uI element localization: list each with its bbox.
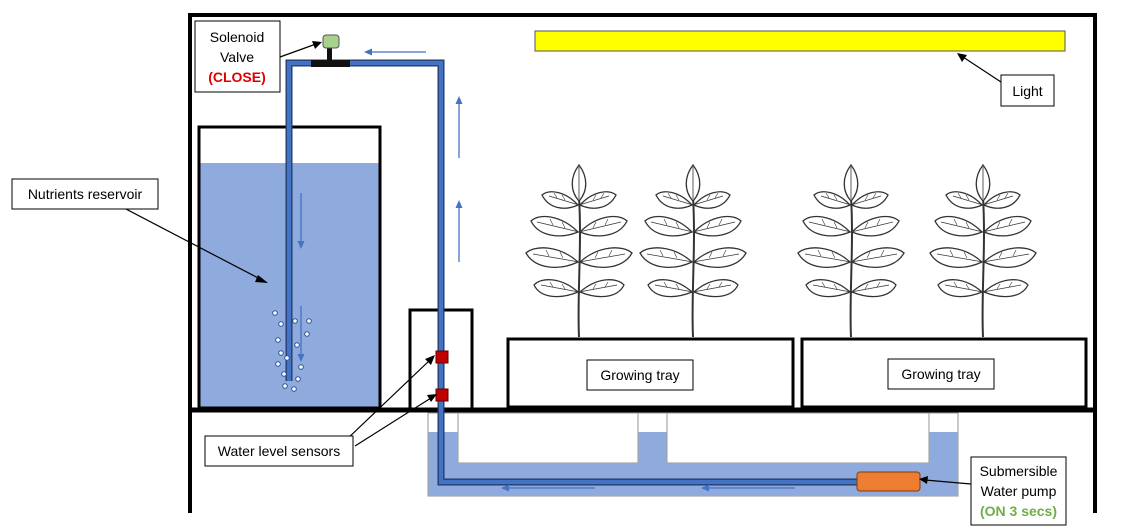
solenoid-label-line1: Solenoid — [210, 29, 265, 45]
growing-tray-1-label: Growing tray — [600, 367, 679, 383]
flow-arrow-icon — [297, 48, 795, 492]
plant-icon — [525, 164, 633, 338]
solenoid-label-line2: Valve — [220, 49, 254, 65]
grow-light-bar — [534, 30, 1066, 52]
solenoid-state-label: (CLOSE) — [208, 69, 266, 85]
callout-leaders — [121, 41, 1002, 485]
growing-tray-1-callout: Growing tray — [586, 359, 694, 391]
nutrients-reservoir-label: Nutrients reservoir — [28, 186, 143, 202]
solenoid-valve-callout: Solenoid Valve (CLOSE) — [194, 20, 281, 93]
light-label: Light — [1012, 83, 1042, 99]
plant-icon — [929, 164, 1037, 338]
pump-label-line2: Water pump — [981, 483, 1057, 499]
bubbles-icon — [272, 310, 312, 392]
growing-tray-2-label: Growing tray — [901, 366, 980, 382]
water-level-sensor-icon — [435, 350, 449, 364]
water-level-sensor-icon — [435, 388, 449, 402]
pump-state-label: (ON 3 secs) — [980, 503, 1057, 519]
water-level-sensors-label: Water level sensors — [218, 443, 340, 459]
solenoid-valve-icon — [311, 34, 350, 67]
water-pump-callout: Submersible Water pump (ON 3 secs) — [970, 456, 1067, 526]
pump-label-line1: Submersible — [980, 463, 1058, 479]
growing-tray-2-callout: Growing tray — [887, 358, 995, 390]
nutrients-reservoir-callout: Nutrients reservoir — [11, 178, 159, 210]
light-callout: Light — [1000, 74, 1055, 107]
water-level-sensors-callout: Water level sensors — [204, 435, 354, 467]
plant-icon — [639, 164, 747, 338]
plant-icon — [797, 164, 905, 338]
water-pump-icon — [856, 471, 921, 492]
